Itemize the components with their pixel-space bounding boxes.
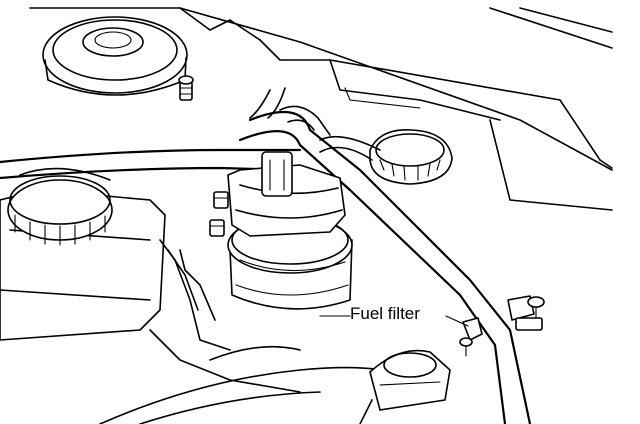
- fuel-filter-leader-line-right: [445, 315, 469, 327]
- bolt: [178, 75, 194, 101]
- hose-clamps: [459, 295, 545, 357]
- master-cylinder-reservoir: [0, 167, 166, 341]
- fuel-filter-bracket: [209, 105, 346, 237]
- strut-tower-cap: [42, 16, 188, 96]
- hoses: [0, 87, 532, 424]
- reservoir-cap: [369, 129, 453, 185]
- bottom-right-component: [359, 349, 451, 424]
- body-panel: [29, 7, 613, 211]
- fuel-filter-label: Fuel filter: [350, 304, 420, 323]
